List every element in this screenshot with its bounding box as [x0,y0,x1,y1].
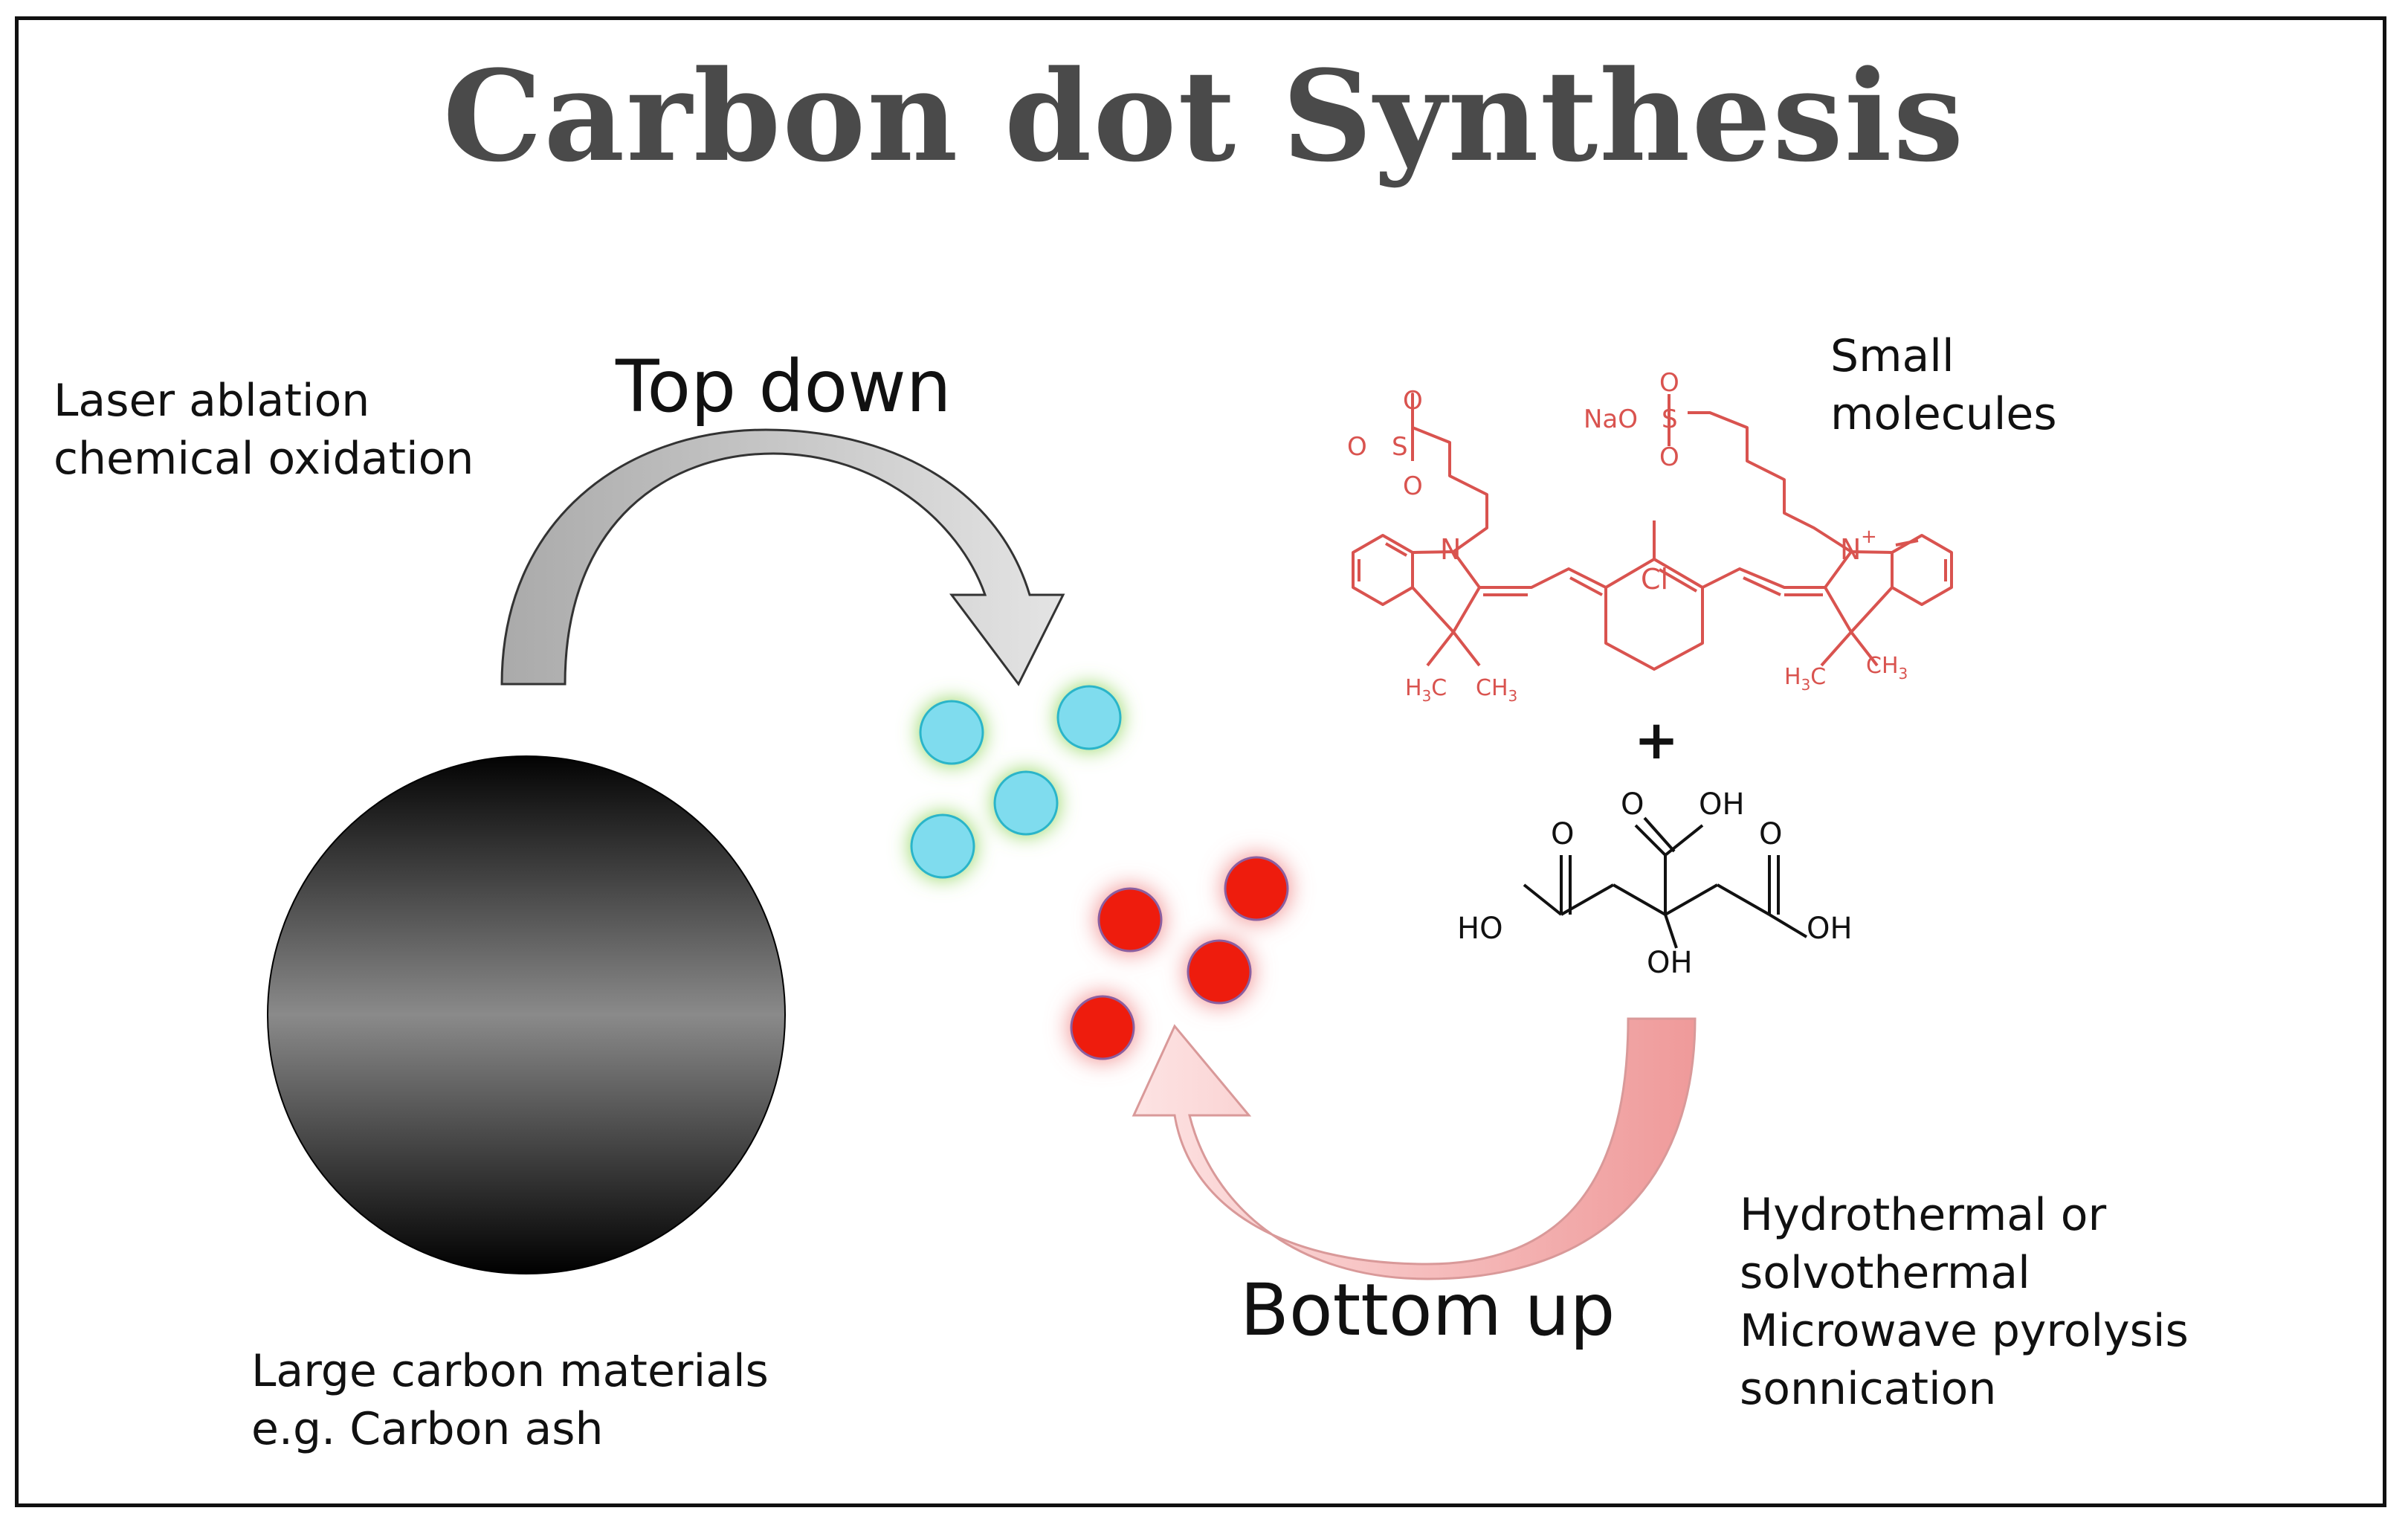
dye-left-o-minus: O [1347,432,1367,462]
dye-n-right: N [1840,533,1861,566]
dye-right-o-bottom: O [1659,442,1679,472]
red-dots [1070,856,1289,1060]
method-solvothermal: solvothermal [1740,1247,2030,1299]
red-dot [1224,856,1289,921]
dye-h3c-right: H3C [1784,664,1826,694]
top-down-methods: Laser ablation chemical oxidation [54,372,474,488]
dye-n-plus: + [1861,526,1877,548]
cyan-dot [1056,685,1122,750]
bottom-up-methods: Hydrothermal or solvothermal Microwave p… [1740,1186,2189,1418]
method-hydrothermal: Hydrothermal or [1740,1189,2107,1241]
citric-acid-structure [1523,816,1808,949]
method-chemical-oxidation: chemical oxidation [54,433,474,485]
citric-o-top: O [1621,787,1644,822]
dye-h3c-left: H3C [1405,675,1447,705]
top-down-arrow [500,428,1065,686]
bottom-up-arrow [1132,1017,1697,1280]
cyan-dot [910,813,975,879]
red-dot [1187,939,1252,1005]
top-down-label: Top down [616,345,952,428]
bulk-carbon-line-2: e.g. Carbon ash [251,1403,604,1455]
method-microwave-pyrolysis: Microwave pyrolysis [1740,1305,2189,1357]
cyan-dot [993,770,1059,836]
bottom-up-label: Bottom up [1240,1269,1615,1352]
bulk-carbon-label: Large carbon materials e.g. Carbon ash [251,1342,769,1458]
cyanine-dye-structure [1352,393,1953,671]
citric-oh-top: OH [1699,787,1745,822]
red-dot [1070,995,1135,1060]
citric-o-left: O [1551,817,1574,851]
method-laser-ablation: Laser ablation [54,375,370,427]
dye-n-left: N [1440,533,1461,566]
bulk-carbon-sphere [267,755,786,1274]
citric-ho-left: HO [1457,912,1503,946]
dye-right-nao: NaO [1584,404,1638,434]
page-title: Carbon dot Synthesis [442,42,1966,190]
method-sonnication: sonnication [1740,1363,1997,1415]
dye-ch3-right: CH3 [1866,653,1908,683]
dye-right-s: S [1662,404,1678,434]
dye-ch3-left: CH3 [1476,675,1517,705]
red-dot [1097,887,1163,953]
dye-left-o-bottom: O [1403,471,1423,501]
cyan-dots [910,685,1122,879]
plus-sign: + [1634,709,1679,771]
small-molecules-line-2: molecules [1830,388,2057,440]
cyan-dot [919,700,984,765]
bulk-carbon-line-1: Large carbon materials [251,1345,769,1397]
small-molecules-label: Small molecules [1830,327,2057,443]
citric-oh-center: OH [1647,946,1693,980]
cyanine-dye-atoms: Cl N N + O O S O NaO S O O H3C CH3 H3C C… [1347,368,1908,705]
dye-left-o-top: O [1403,386,1423,416]
citric-oh-right: OH [1807,912,1853,946]
small-molecules-line-1: Small [1830,330,1955,382]
dye-cl-atom: Cl [1641,563,1668,596]
figure-frame [15,16,2386,1507]
citric-o-right: O [1759,817,1782,851]
dye-left-s: S [1392,432,1408,462]
citric-acid-atoms: OH O HO O OH O OH [1457,787,1853,980]
dye-right-o-top: O [1659,368,1679,398]
